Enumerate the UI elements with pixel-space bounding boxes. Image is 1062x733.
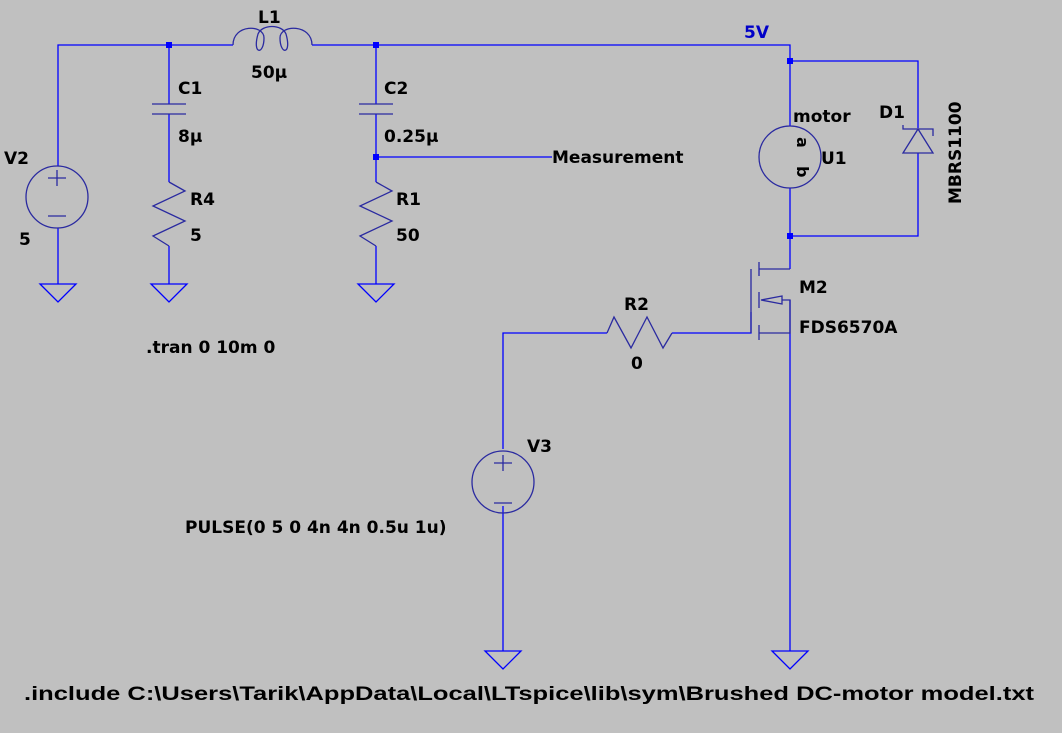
- wire-5v-diode-top[interactable]: [790, 60, 919, 128]
- component-v3[interactable]: V3 PULSE(0 5 0 4n 4n 0.5u 1u): [185, 437, 552, 538]
- c2-name: C2: [384, 79, 408, 99]
- d1-name: D1: [879, 103, 905, 123]
- grounds: [38, 283, 810, 670]
- u1-name: U1: [821, 149, 847, 169]
- wires: [57, 44, 919, 651]
- component-u1[interactable]: a b motor U1: [758, 107, 851, 189]
- net-label-measurement[interactable]: Measurement: [552, 148, 684, 168]
- r1-name: R1: [396, 190, 421, 210]
- ground-icon[interactable]: [149, 283, 189, 303]
- c1-value: 8µ: [178, 127, 202, 147]
- component-l1[interactable]: L1 50µ: [232, 8, 313, 83]
- component-r2[interactable]: R2 0: [606, 295, 673, 374]
- resistor-icon: [358, 181, 394, 247]
- junction-dot: [787, 233, 793, 239]
- junction-dot: [373, 154, 379, 160]
- mosfet-arrow-icon: [760, 295, 783, 305]
- inductor-icon: [232, 25, 313, 51]
- motor-pin-a: a: [793, 137, 812, 148]
- junction-dot: [166, 42, 172, 48]
- ground-icon[interactable]: [483, 650, 523, 670]
- r4-value: 5: [190, 226, 202, 246]
- include-directive[interactable]: .include C:\Users\Tarik\AppData\Local\LT…: [24, 684, 1035, 705]
- v2-value: 5: [19, 230, 31, 250]
- junction-dot: [787, 58, 793, 64]
- component-r4[interactable]: R4 5: [151, 181, 215, 247]
- schottky-bar-icon: [902, 125, 934, 136]
- v3-name: V3: [527, 437, 552, 457]
- tran-directive[interactable]: .tran 0 10m 0: [146, 338, 275, 358]
- r4-name: R4: [190, 190, 215, 210]
- ground-icon[interactable]: [770, 650, 810, 670]
- l1-value: 50µ: [251, 63, 287, 83]
- voltage-source-icon: [471, 450, 535, 514]
- d1-value: MBRS1100: [946, 101, 966, 204]
- net-label-5v[interactable]: 5V: [744, 23, 770, 43]
- diode-icon: [901, 127, 935, 154]
- wire-v2-top[interactable]: [57, 44, 233, 166]
- l1-name: L1: [258, 8, 281, 28]
- m2-value: FDS6570A: [799, 318, 898, 338]
- wire-r2-gate[interactable]: [672, 312, 752, 334]
- component-d1[interactable]: D1 MBRS1100: [879, 101, 966, 204]
- r1-value: 50: [396, 226, 420, 246]
- m2-name: M2: [799, 278, 828, 298]
- r2-value: 0: [631, 354, 643, 374]
- junctions: [166, 42, 793, 239]
- component-r1[interactable]: R1 50: [358, 181, 421, 247]
- resistor-icon: [151, 181, 187, 247]
- component-m2[interactable]: M2 FDS6570A: [750, 262, 898, 340]
- v3-value: PULSE(0 5 0 4n 4n 0.5u 1u): [185, 518, 447, 538]
- ground-icon[interactable]: [356, 283, 396, 303]
- voltage-source-icon: [25, 165, 89, 229]
- motor-pin-b: b: [793, 166, 812, 177]
- motor-icon: [758, 125, 822, 189]
- c1-name: C1: [178, 79, 202, 99]
- r2-name: R2: [624, 295, 649, 315]
- component-c1[interactable]: C1 8µ: [152, 79, 202, 147]
- wire-diode-bottom[interactable]: [790, 153, 919, 237]
- u1-value: motor: [793, 107, 851, 127]
- component-c2[interactable]: C2 0.25µ: [359, 79, 438, 147]
- wire-l1-to-5v[interactable]: [312, 44, 791, 61]
- wire-v3-r2[interactable]: [502, 332, 607, 449]
- mosfet-source-icon: [759, 299, 791, 334]
- junction-dot: [373, 42, 379, 48]
- c2-value: 0.25µ: [384, 127, 438, 147]
- v2-name: V2: [4, 149, 29, 169]
- resistor-icon: [606, 315, 673, 350]
- ground-icon[interactable]: [38, 283, 78, 303]
- component-v2[interactable]: V2 5: [4, 149, 89, 250]
